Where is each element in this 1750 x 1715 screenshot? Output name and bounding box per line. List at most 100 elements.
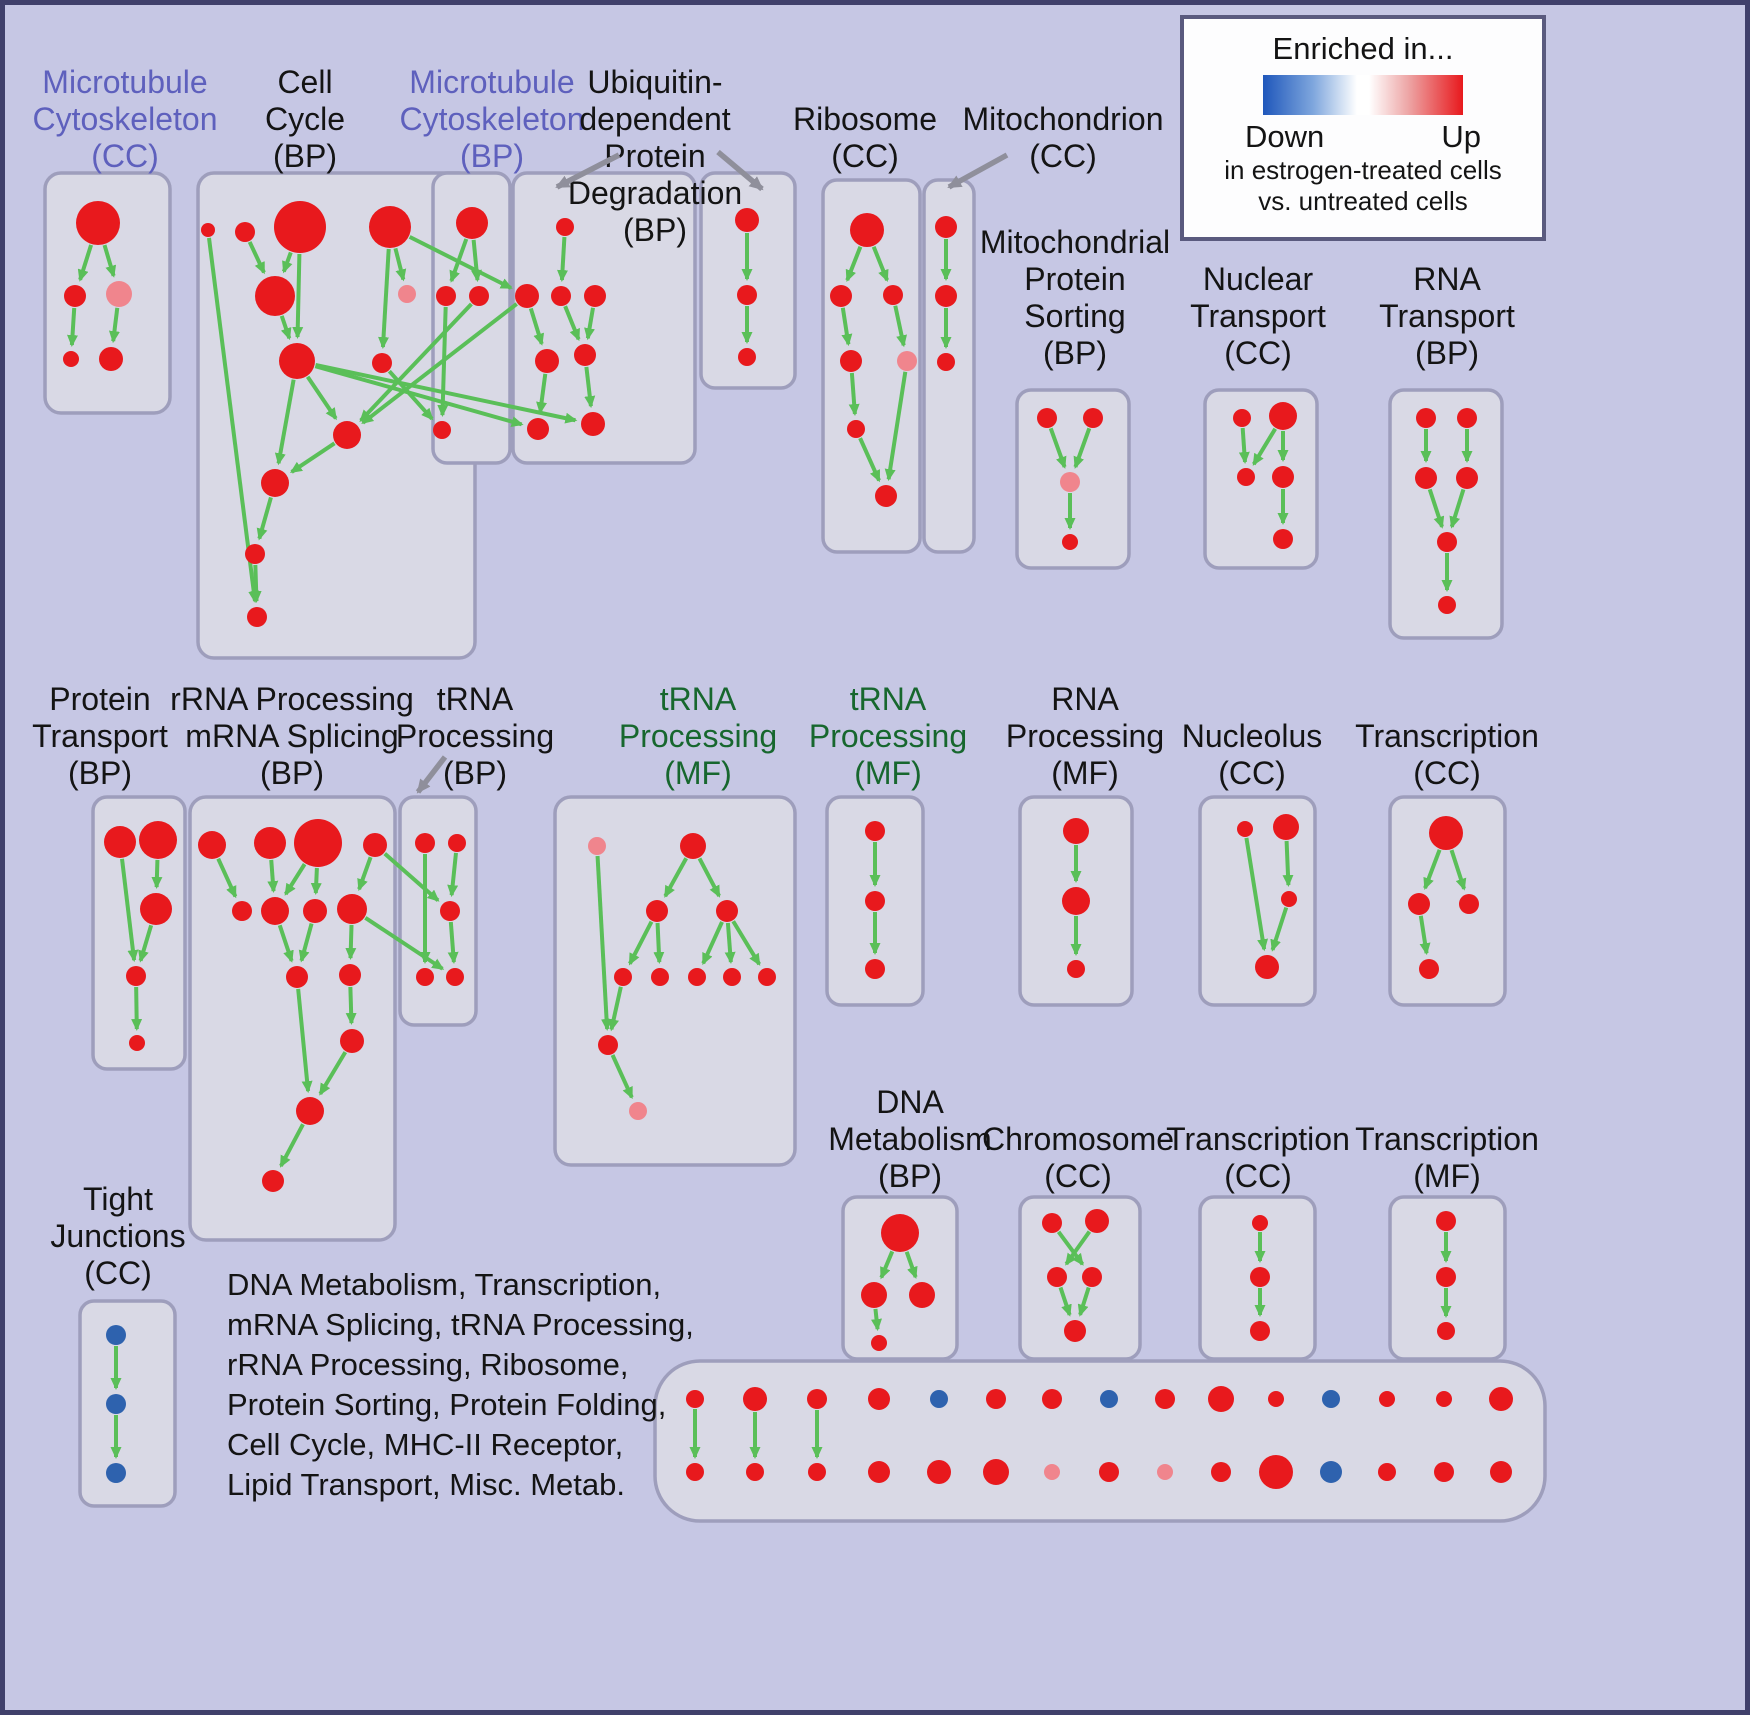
graph-node [448, 834, 466, 852]
graph-node [254, 827, 286, 859]
graph-edge [1418, 915, 1431, 956]
graph-edge [315, 362, 578, 424]
graph-edge [77, 244, 93, 282]
graph-node [1437, 1322, 1455, 1340]
graph-node [1415, 467, 1437, 489]
legend-subtitle-2: vs. untreated cells [1258, 186, 1468, 216]
graph-node [1436, 1391, 1452, 1407]
graph-node [986, 1389, 1006, 1409]
graph-node [983, 1459, 1009, 1485]
graph-edge [610, 1054, 634, 1100]
misc-note-line: rRNA Processing, Ribosome, [227, 1347, 629, 1382]
graph-node [198, 831, 226, 859]
graph-node [1320, 1461, 1342, 1483]
misc-note-line: Protein Sorting, Protein Folding, [227, 1387, 667, 1422]
graph-node [1429, 816, 1463, 850]
graph-node [865, 959, 885, 979]
graph-node [1083, 408, 1103, 428]
graph-edge [359, 302, 473, 422]
graph-edge [305, 375, 338, 421]
graph-node [416, 968, 434, 986]
graph-node [1457, 408, 1477, 428]
graph-node [247, 607, 267, 627]
graph-node [909, 1282, 935, 1308]
cluster-box-dna-metabolism-bp [841, 1195, 959, 1361]
graph-edge [387, 369, 434, 421]
graph-edge [207, 237, 260, 604]
graph-edge [557, 236, 568, 283]
graph-edge [595, 855, 613, 1032]
graph-node [76, 201, 120, 245]
graph-edge [131, 986, 143, 1032]
graph-node [106, 1325, 126, 1345]
graph-edge [345, 924, 357, 961]
graph-node [1085, 1209, 1109, 1233]
graph-node [651, 968, 669, 986]
graph-node [1281, 891, 1297, 907]
graph-node [1322, 1390, 1340, 1408]
graph-node [340, 1029, 364, 1053]
graph-node [1490, 1461, 1512, 1483]
graph-edge [267, 859, 279, 894]
graph-edge [296, 988, 313, 1094]
graph-edge [151, 859, 163, 890]
graph-edge [318, 1051, 348, 1096]
graph-edge [845, 246, 863, 283]
graph-node [871, 1335, 887, 1351]
graph-node [737, 285, 757, 305]
graph-edge [281, 251, 293, 274]
graph-edge [292, 253, 304, 340]
graph-edge [283, 863, 307, 896]
graph-edge [871, 1308, 882, 1332]
graph-node [1259, 1455, 1293, 1489]
graph-node [556, 218, 574, 236]
graph-node [1436, 1211, 1456, 1231]
graph-edge [364, 916, 445, 971]
graph-edge [1449, 849, 1467, 891]
misc-note-line: mRNA Splicing, tRNA Processing, [227, 1307, 694, 1342]
graph-edge [528, 307, 545, 346]
graph-edge [1056, 1230, 1085, 1266]
graph-node [1233, 409, 1251, 427]
graph-edge [608, 986, 623, 1032]
graph-edge [289, 441, 336, 474]
graph-node [1408, 893, 1430, 915]
graph-edge [345, 986, 357, 1026]
cluster-label-chromosome-cc: Chromosome(CC) [982, 1121, 1174, 1194]
graph-node [1060, 472, 1080, 492]
graph-edge [408, 235, 513, 290]
misc-note: DNA Metabolism, Transcription,mRNA Splic… [227, 1265, 694, 1505]
graph-node [129, 1035, 145, 1051]
cluster-box-rna-transport-bp [1388, 388, 1504, 640]
graph-node [629, 1102, 647, 1120]
graph-node [1378, 1463, 1396, 1481]
cluster-box-nuclear-transport-cc [1203, 388, 1319, 570]
graph-edge [1282, 840, 1294, 888]
graph-node [1269, 402, 1297, 430]
graph-node [1062, 887, 1090, 915]
callout-arrow [716, 149, 764, 192]
graph-node [1250, 1267, 1270, 1287]
graph-edge [840, 307, 853, 347]
graph-node [1268, 1391, 1284, 1407]
graph-edge [471, 239, 482, 283]
graph-node [758, 968, 776, 986]
graph-node [930, 1390, 948, 1408]
graph-edge [277, 924, 294, 963]
cluster-box-protein-transport-bp [91, 795, 187, 1071]
cluster-box-chromosome-cc [1018, 1195, 1142, 1361]
graph-node [746, 1463, 764, 1481]
graph-node [1436, 1267, 1456, 1287]
graph-node [1100, 1390, 1118, 1408]
graph-node [235, 222, 255, 242]
graph-node [1064, 1320, 1086, 1342]
graph-edge [848, 372, 860, 417]
graph-node [261, 897, 289, 925]
graph-node [274, 201, 326, 253]
graph-edge [879, 1250, 895, 1280]
graph-node [296, 1097, 324, 1125]
graph-node [469, 286, 489, 306]
graph-edge [216, 857, 238, 899]
graph-node [201, 223, 215, 237]
graph-node [1063, 818, 1089, 844]
